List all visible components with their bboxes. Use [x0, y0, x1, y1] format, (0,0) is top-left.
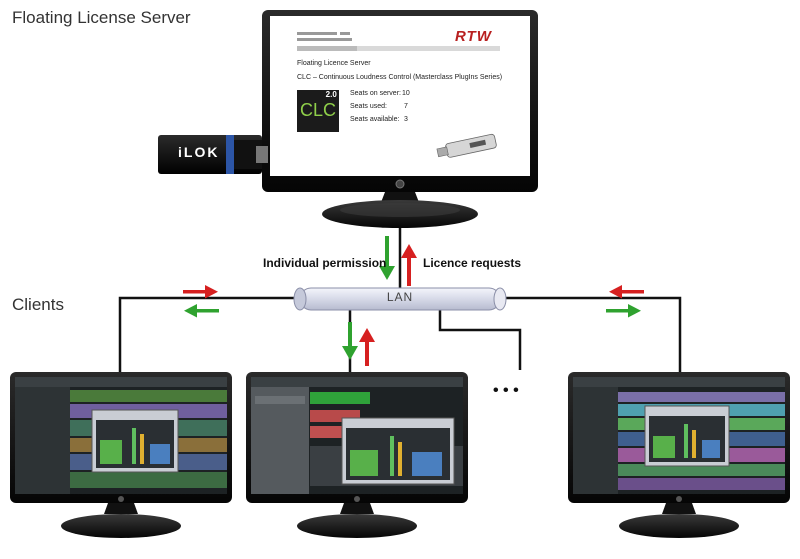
product-name: CLC – Continuous Loudness Control (Maste… — [297, 74, 503, 81]
lan-label: LAN — [386, 290, 414, 304]
dongle-label: iLOK — [178, 144, 220, 160]
server-header-bars — [297, 32, 500, 51]
lan-tube — [293, 287, 507, 311]
usb-dongle-icon — [158, 135, 268, 174]
seats-available-label: Seats available: — [350, 116, 400, 123]
seats-on-server-label: Seats on server: — [350, 90, 401, 97]
ilok-key-icon — [436, 133, 497, 158]
more-clients-ellipsis: • • • — [493, 382, 519, 399]
arrow-left-icon — [609, 285, 644, 299]
daw-screen — [251, 377, 463, 494]
permission-caption: Individual permission — [263, 256, 387, 270]
clc-badge — [297, 90, 339, 132]
seats-used-label: Seats used: — [350, 103, 387, 110]
requests-caption: Licence requests — [423, 256, 522, 270]
arrow-down-icon — [342, 322, 358, 360]
brand-logo: RTW — [455, 28, 492, 45]
badge-version: 2.0 — [325, 90, 337, 99]
daw-screen — [573, 377, 785, 494]
seats-available-value: 3 — [404, 116, 408, 123]
arrow-left-icon — [184, 304, 219, 318]
server-screen-title: Floating Licence Server — [297, 60, 371, 67]
arrow-up-icon — [401, 244, 417, 286]
arrow-right-icon — [606, 304, 641, 318]
daw-screen — [15, 377, 227, 494]
server-heading: Floating License Server — [12, 8, 191, 27]
arrow-up-icon — [359, 328, 375, 366]
seats-used-value: 7 — [404, 103, 408, 110]
clients-heading: Clients — [12, 295, 64, 314]
arrow-right-icon — [183, 285, 218, 299]
badge-label: CLC — [299, 100, 336, 120]
seats-on-server-value: 10 — [402, 90, 410, 97]
arrow-down-icon — [379, 236, 395, 280]
